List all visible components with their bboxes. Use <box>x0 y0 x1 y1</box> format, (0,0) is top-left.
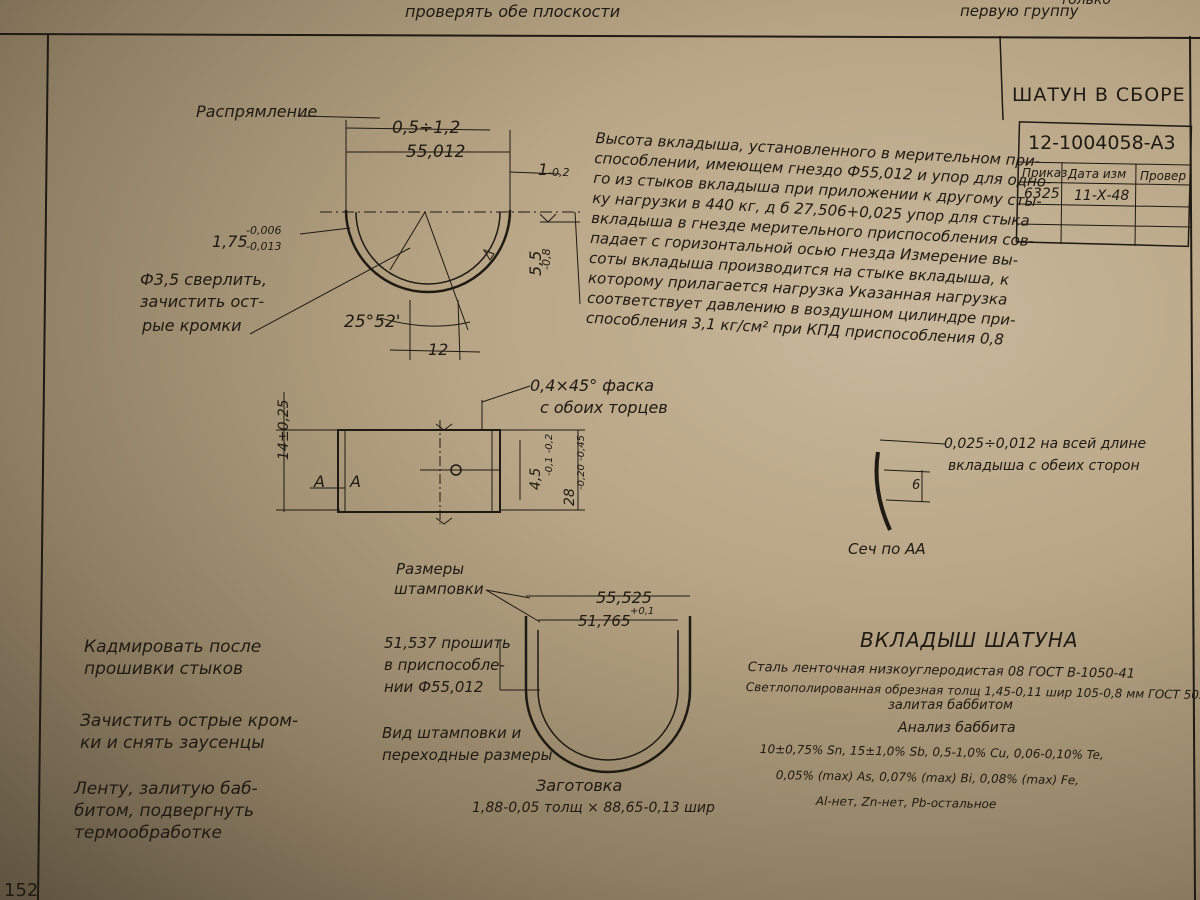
straightening-label: Распрямление <box>196 102 318 121</box>
coat-note-line-1: 0,025÷0,012 на всей длине <box>944 436 1147 452</box>
drawing-number: 12-1004058-А3 <box>1028 132 1176 154</box>
part-title: ВКЛАДЫШ ШАТУНА <box>860 628 1079 652</box>
section-mark-left: А <box>314 472 325 491</box>
stamp-table-grid <box>1015 121 1193 248</box>
title-divider <box>999 35 1004 121</box>
dim-straightening: 0,5÷1,2 <box>392 118 461 138</box>
left-note-deburr: Зачистить острые кром- ки и снять заусен… <box>80 711 299 753</box>
dim-wall-tol-upper: -0,006 <box>246 224 282 237</box>
stamp-col-order: Приказ <box>1022 166 1068 180</box>
dim-side-tol: -0,2 <box>548 166 570 179</box>
page-number: 152 <box>4 880 39 900</box>
frame-top-line <box>0 33 1200 39</box>
header-top-right-text-1: только <box>1060 0 1111 8</box>
section-aa-shape <box>874 439 946 531</box>
dim-wall: 1,75 <box>212 232 248 251</box>
dim-wall-tol-lower: -0,013 <box>246 240 282 253</box>
blank-view-shape <box>485 589 692 774</box>
dim-height: 14±0,25 <box>276 399 292 460</box>
hole-note-line-3: рые кромки <box>142 316 242 335</box>
stamp-date-value: 11-Х-48 <box>1074 188 1130 204</box>
dim-hole-tol: -0,1 -0,2 <box>544 433 555 476</box>
stamp-dims-line-2: штамповки <box>394 580 484 598</box>
dim-depth-tol: -0,8 <box>540 248 553 270</box>
top-view-shape <box>249 115 581 361</box>
dim-hole: 4,5 <box>528 467 544 490</box>
stamp-dims-line-1: Размеры <box>396 560 465 578</box>
dim-total: 28 <box>562 488 578 506</box>
side-view-shape <box>276 385 585 525</box>
dim-offset: 12 <box>428 340 449 359</box>
frame-right-line <box>1189 35 1196 900</box>
frame-left-line <box>37 33 49 900</box>
view-note-line-2: переходные размеры <box>382 746 553 764</box>
chamfer-note-line-2: с обоих торцев <box>540 398 668 417</box>
stamp-col-date: Дата изм <box>1068 167 1127 181</box>
header-top-right-text-2: первую группу <box>960 2 1079 20</box>
section-mark-right: А <box>350 472 361 491</box>
part-filled: залитая баббитом <box>888 698 1013 713</box>
section-dim-small: 6 <box>912 478 921 493</box>
section-aa-label: Сеч по АА <box>848 540 926 558</box>
chamfer-note-line-1: 0,4×45° фаска <box>530 376 655 395</box>
dim-inner-tol: +0,1 <box>630 606 655 617</box>
stamp-order-value: 6325 <box>1024 186 1060 202</box>
blank-label: Заготовка <box>536 776 623 795</box>
broach-note-line-1: 51,537 прошить <box>384 634 511 652</box>
height-measurement-note: Высота вкладыша, установленного в мерите… <box>585 128 1052 349</box>
stamp-col-check: Провер <box>1140 169 1187 183</box>
analysis-title: Анализ баббита <box>898 720 1016 736</box>
broach-note-line-2: в приспособле- <box>384 656 505 674</box>
assembly-title: ШАТУН В СБОРЕ <box>1012 84 1186 106</box>
dim-total-tol: -0,20 -0,45 <box>576 435 587 490</box>
broach-note-line-3: нии Ф55,012 <box>384 678 484 696</box>
coat-note-line-2: вкладыша с обеих сторон <box>948 458 1140 474</box>
dim-outer: 55,525 <box>596 588 652 607</box>
dim-angle: 25°52' <box>344 312 401 332</box>
left-note-heat-treat: Ленту, залитую баб- битом, подвергнуть т… <box>74 779 258 843</box>
header-top-left-text: проверять обе плоскости <box>405 2 621 21</box>
dim-width: 55,012 <box>406 142 466 162</box>
dim-inner: 51,765 <box>578 612 631 630</box>
hole-note-line-2: зачистить ост- <box>140 292 265 311</box>
hole-note-line-1: Ф3,5 сверлить, <box>140 270 267 289</box>
view-note-line-1: Вид штамповки и <box>382 724 522 742</box>
left-note-cadmium: Кадмировать после прошивки стыков <box>84 637 262 679</box>
blank-dims: 1,88-0,05 толщ × 88,65-0,13 шир <box>472 800 715 816</box>
dim-side: 1 <box>538 160 549 179</box>
